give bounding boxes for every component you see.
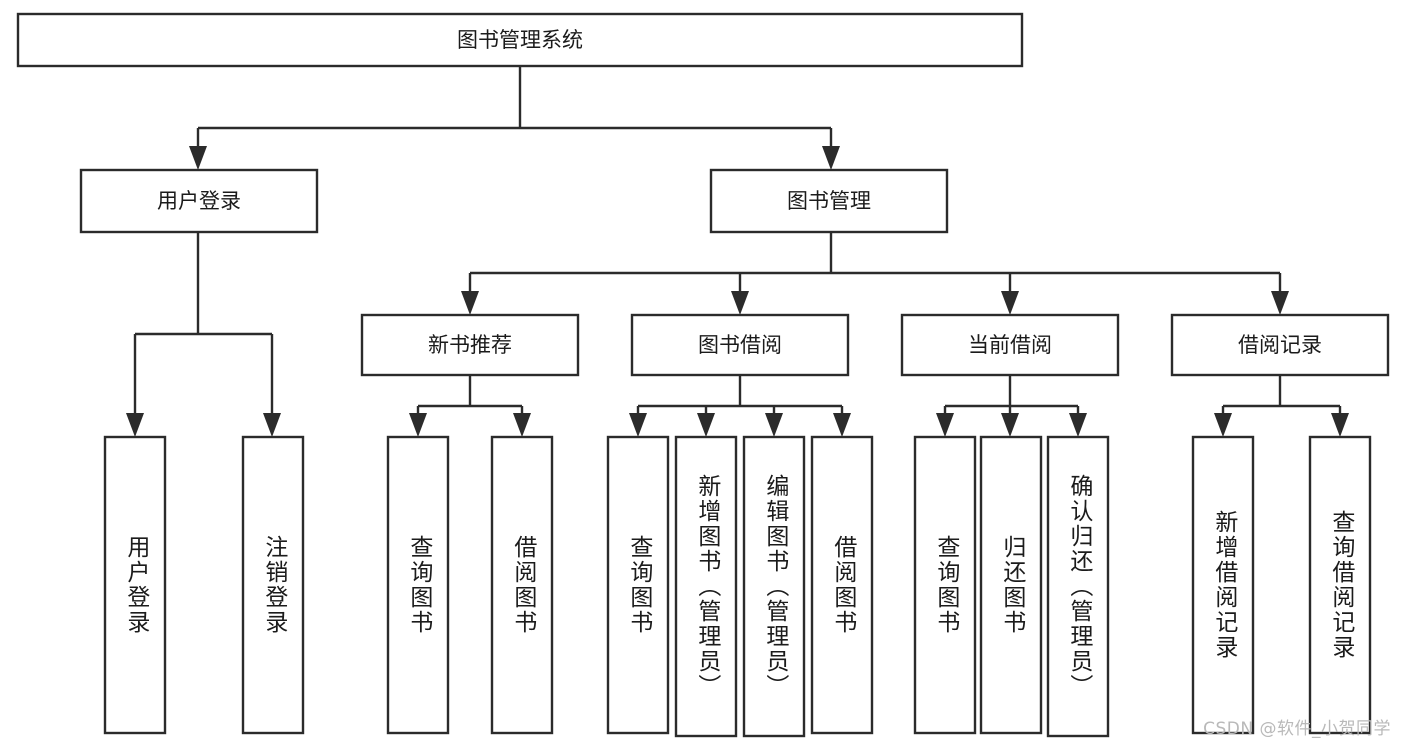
node-book-management[interactable]: 图书管理 [709, 168, 949, 234]
leaf-return-book[interactable] [979, 435, 1043, 735]
connector-newbook-to-leaves [409, 375, 531, 437]
connector-level2-bookmgmt-to-level3 [461, 232, 1289, 315]
leaf-query-book-2[interactable] [606, 435, 670, 735]
node-user-login-label: 用户登录 [157, 189, 241, 213]
node-user-login[interactable]: 用户登录 [79, 168, 319, 234]
connector-current-to-leaves [936, 375, 1087, 437]
leaf-add-book-admin[interactable] [674, 435, 738, 738]
node-current-borrow-label: 当前借阅 [968, 333, 1052, 357]
node-root[interactable]: 图书管理系统 [16, 12, 1024, 68]
leaf-add-borrow-record[interactable] [1191, 435, 1255, 735]
watermark: CSDN @软件_小贺同学 [1203, 719, 1391, 739]
node-current-borrow[interactable]: 当前借阅 [900, 313, 1120, 377]
node-new-book-recommend[interactable]: 新书推荐 [360, 313, 580, 377]
leaf-user-login[interactable] [103, 435, 167, 735]
connector-root-to-level2 [189, 66, 840, 170]
connector-level2-userlogin-to-leaves [126, 232, 281, 437]
leaf-logout-login[interactable] [241, 435, 305, 735]
leaf-borrow-book-2[interactable] [810, 435, 874, 735]
node-borrow-records[interactable]: 借阅记录 [1170, 313, 1390, 377]
leaf-edit-book-admin[interactable] [742, 435, 806, 738]
node-new-book-recommend-label: 新书推荐 [428, 333, 512, 357]
connector-borrow-to-leaves [629, 375, 851, 437]
leaf-query-book-3[interactable] [913, 435, 977, 735]
node-borrow-records-label: 借阅记录 [1238, 333, 1322, 357]
node-book-management-label: 图书管理 [787, 189, 871, 213]
node-root-label: 图书管理系统 [457, 28, 583, 52]
leaf-borrow-book-1[interactable] [490, 435, 554, 735]
connector-records-to-leaves [1214, 375, 1349, 437]
leaf-confirm-return-admin[interactable] [1046, 435, 1110, 738]
leaf-query-borrow-record[interactable] [1308, 435, 1372, 735]
node-book-borrow[interactable]: 图书借阅 [630, 313, 850, 377]
leaf-query-book-1[interactable] [386, 435, 450, 735]
node-book-borrow-label: 图书借阅 [698, 333, 782, 357]
